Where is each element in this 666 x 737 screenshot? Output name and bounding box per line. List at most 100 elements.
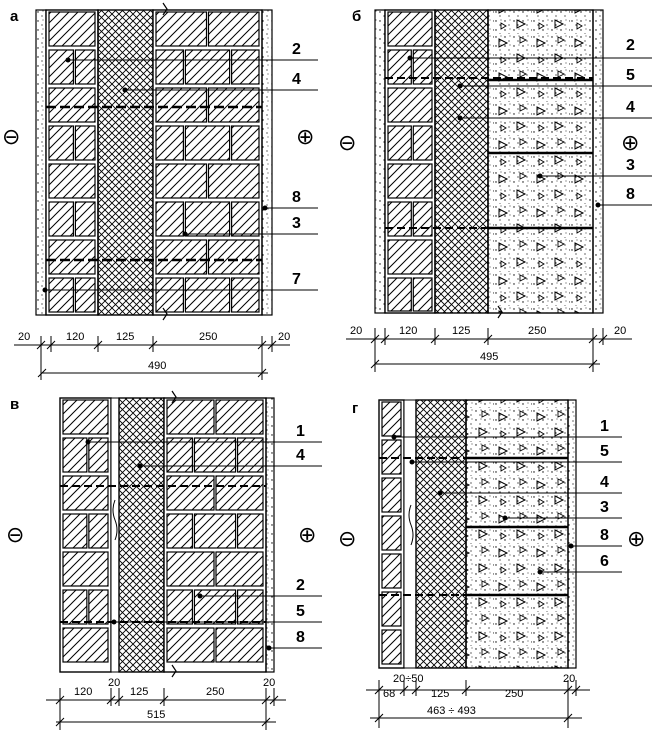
svg-text:1: 1 [600, 418, 609, 435]
minus-sign: ⊖ [2, 124, 20, 149]
callout-6: 6 [537, 553, 622, 575]
dim-label: 250 [505, 688, 523, 700]
dim-label: 125 [116, 331, 134, 343]
callout-8: 8 [262, 189, 318, 211]
dim-label: 20 [18, 331, 30, 343]
callout-5: 5 [457, 67, 652, 89]
brick [381, 477, 402, 513]
brick [236, 589, 264, 625]
dim-label: 20 [278, 331, 290, 343]
brick [207, 239, 260, 275]
brick [193, 437, 237, 473]
tie-rod [408, 504, 414, 546]
brick [387, 277, 412, 312]
svg-text:8: 8 [292, 189, 301, 206]
break-mark [171, 390, 177, 404]
svg-text:3: 3 [626, 157, 635, 174]
svg-text:3: 3 [292, 215, 301, 232]
brick [48, 87, 96, 123]
callout-2: 2 [407, 37, 652, 61]
brick [387, 201, 412, 237]
svg-text:4: 4 [626, 99, 635, 116]
brick [62, 475, 109, 511]
brick [62, 437, 88, 473]
brick [387, 49, 412, 85]
callout-8: 8 [568, 527, 622, 549]
brick [207, 163, 260, 199]
brick [48, 125, 74, 161]
air-gap [403, 399, 417, 669]
minus-sign: ⊖ [6, 522, 24, 547]
brick-masonry-inner [45, 9, 99, 316]
brick [387, 163, 433, 199]
callout-8: 8 [266, 629, 322, 651]
brick-masonry [384, 9, 436, 314]
callout-2: 2 [197, 577, 322, 599]
dim-total: 490 [148, 360, 166, 372]
brick [193, 513, 237, 549]
brick [166, 589, 194, 625]
svg-text:5: 5 [296, 603, 305, 620]
brick [387, 239, 433, 275]
brick [62, 589, 88, 625]
callout-3: 3 [537, 157, 652, 179]
dim-label: 20÷50 [393, 673, 424, 685]
brick [381, 629, 402, 665]
panel-letter: б [352, 8, 361, 25]
svg-text:5: 5 [626, 67, 635, 84]
callout-3: 3 [502, 499, 622, 521]
brick [236, 437, 264, 473]
svg-text:4: 4 [292, 71, 301, 88]
brick [381, 515, 402, 551]
dim-total: 515 [147, 709, 165, 721]
brick [155, 87, 208, 123]
dim-label: 20 [263, 677, 275, 689]
brick [412, 201, 433, 237]
dimension-lines: 20 120 125 250 20 490 [14, 331, 290, 380]
brick [236, 513, 264, 549]
brick [215, 551, 264, 587]
brick [74, 201, 96, 237]
brick [184, 125, 231, 161]
callout-1: 1 [85, 423, 322, 445]
dim-label: 250 [206, 686, 224, 698]
svg-text:6: 6 [600, 553, 609, 570]
callout-5: 5 [409, 443, 622, 465]
break-mark [171, 664, 177, 678]
dimension-lines: 120 20 125 250 20 515 [46, 677, 286, 730]
svg-text:3: 3 [600, 499, 609, 516]
brick [88, 513, 109, 549]
brick [231, 277, 260, 313]
dim-label: 120 [66, 331, 84, 343]
brick [412, 125, 433, 161]
dim-label: 250 [199, 331, 217, 343]
callout-1: 1 [391, 418, 622, 440]
svg-text:4: 4 [600, 474, 609, 491]
callout-4: 4 [437, 474, 622, 496]
dim-label: 20 [350, 325, 362, 337]
brick [184, 201, 231, 237]
plaster-outer [567, 399, 577, 669]
dim-label: 20 [614, 325, 626, 337]
svg-text:8: 8 [296, 629, 305, 646]
brick [48, 49, 74, 85]
svg-text:1: 1 [296, 423, 305, 440]
brick [166, 399, 215, 435]
callout-7: 7 [42, 271, 318, 293]
plaster-inner [35, 9, 47, 316]
tie-rod [112, 499, 118, 541]
brick [48, 239, 96, 275]
minus-sign: ⊖ [338, 130, 356, 155]
callout-8: 8 [595, 186, 652, 208]
brick [155, 201, 184, 237]
brick [155, 277, 184, 313]
brick-masonry-outer [163, 397, 267, 673]
callout-3: 3 [182, 215, 318, 237]
brick [166, 627, 215, 663]
panel-b: б 2 5 4 3 8 ⊖ ⊕ [338, 8, 652, 372]
panel-g: г 1 5 4 3 8 [338, 399, 645, 728]
panel-a: а 2 4 8 3 7 ⊖ [2, 2, 318, 380]
dim-label: 250 [528, 325, 546, 337]
callout-4: 4 [137, 447, 322, 469]
